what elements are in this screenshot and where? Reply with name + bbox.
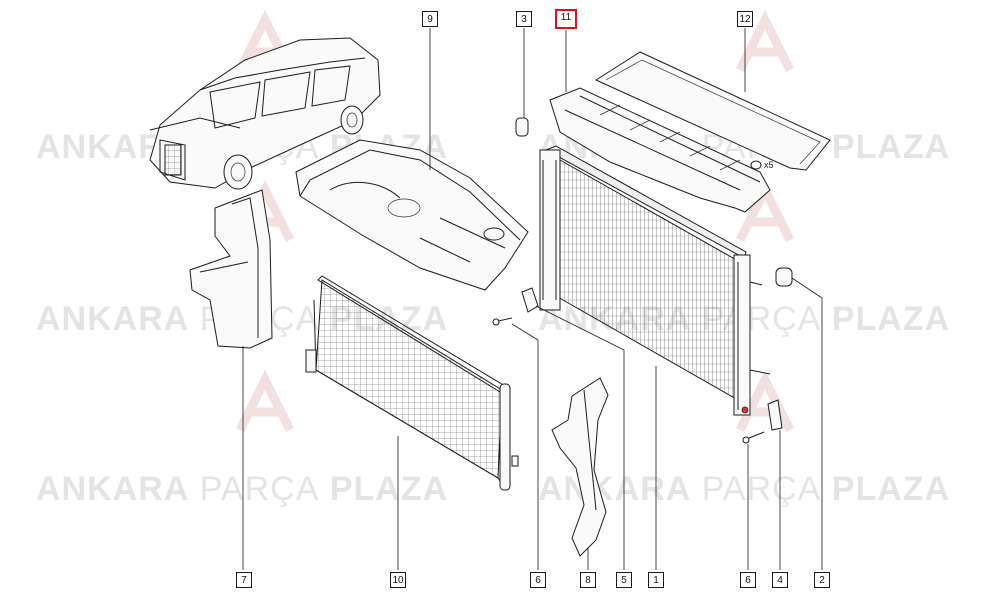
callout-6-left[interactable]: 6 [530,572,546,588]
part-5-clip [521,287,539,313]
part-9-air-guide [295,139,529,291]
callout-1[interactable]: 1 [648,572,664,588]
callout-12[interactable]: 12 [737,11,753,27]
part-12-cover [594,51,831,171]
part-2-grommet [775,267,793,287]
callout-10[interactable]: 10 [390,572,406,588]
quantity-note: x5 [764,160,774,170]
car-illustration [149,37,381,190]
part-10-condenser [305,275,519,491]
part-3-grommet [515,117,529,137]
part-11-cross-member [549,87,771,213]
callout-11[interactable]: 11 [555,9,577,29]
part-1-radiator [539,145,771,416]
part-8-deflector [551,377,609,557]
callout-2[interactable]: 2 [814,572,830,588]
callout-4[interactable]: 4 [772,572,788,588]
callout-7[interactable]: 7 [236,572,252,588]
part-4-bracket [767,399,783,431]
callout-6-right[interactable]: 6 [740,572,756,588]
part-6-bolt-left [492,317,513,326]
callout-8[interactable]: 8 [580,572,596,588]
callout-9[interactable]: 9 [422,11,438,27]
part-6-bolt-right [742,431,765,444]
leader-lines [242,28,823,570]
callout-3[interactable]: 3 [516,11,532,27]
callout-5[interactable]: 5 [616,572,632,588]
part-7-deflector [189,189,273,349]
